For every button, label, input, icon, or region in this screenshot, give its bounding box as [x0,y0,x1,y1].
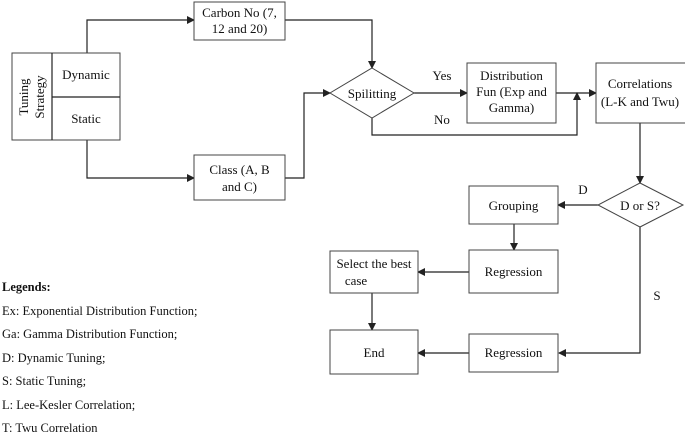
class-line2: and C) [222,179,257,194]
flowchart-canvas: Tuning Strategy Dynamic Static Carbon No… [11,1,685,375]
legend: Legends: Ex: Exponential Distribution Fu… [2,279,262,444]
legend-item-t: T: Twu Correlation [2,421,98,435]
tuning-label-line2: Strategy [32,75,47,119]
select-best-node: Select the best case [329,250,419,294]
legend-item-l: L: Lee-Kesler Correlation; [2,397,136,412]
regression-bottom-node: Regression [468,333,559,373]
grouping-label: Grouping [489,198,539,213]
class-line1: Class (A, B [209,162,270,177]
end-node: End [329,329,419,375]
carbon-no-node: Carbon No (7, 12 and 20) [193,1,286,41]
dynamic-label: Dynamic [62,67,110,82]
d-or-s-label: D or S? [620,198,660,213]
correlations-line1: Correlations [608,76,672,91]
correlations-node: Correlations (L-K and Twu) [595,62,685,124]
splitting-decision: Spilitting [329,67,415,119]
distribution-node: Distribution Fun (Exp and Gamma) [466,62,557,124]
edge-class-to-splitting [285,89,331,179]
edge-label-yes: Yes [433,68,452,83]
distribution-line3: Gamma) [489,100,534,115]
legend-title: Legends: [2,280,51,294]
legend-item-ex: Ex: Exponential Distribution Function; [2,303,198,318]
regression-top-label: Regression [485,264,543,279]
carbon-no-line2: 12 and 20) [212,21,268,36]
edge-static-to-class [86,140,195,182]
regression-bottom-label: Regression [485,345,543,360]
static-label: Static [71,111,101,126]
edge-label-d: D [578,182,587,197]
regression-top-node: Regression [468,249,559,294]
legend-item-ga: Ga: Gamma Distribution Function; [2,327,178,341]
edge-label-s: S [653,288,660,303]
tuning-strategy-block: Tuning Strategy Dynamic Static [11,52,121,141]
edge-dors-s-to-regression [558,227,641,357]
tuning-label-line1: Tuning [16,78,31,116]
edge-dynamic-to-carbon [86,16,195,53]
legend-item-d: D: Dynamic Tuning; [2,350,106,365]
legend-item-s: S: Static Tuning; [2,374,87,388]
edge-label-no: No [434,112,450,127]
edge-carbon-to-splitting [285,19,376,69]
class-node: Class (A, B and C) [193,154,286,201]
carbon-no-line1: Carbon No (7, [202,5,277,20]
select-best-line1: Select the best [336,256,411,271]
select-best-line2: case [345,273,368,288]
distribution-line2: Fun (Exp and [476,84,547,99]
connectors [86,16,644,357]
end-label: End [364,345,385,360]
correlations-line2: (L-K and Twu) [601,94,679,109]
grouping-node: Grouping [468,185,559,225]
splitting-label: Spilitting [348,86,397,101]
distribution-line1: Distribution [480,68,543,83]
d-or-s-decision: D or S? [596,182,685,228]
edge-splitting-no [371,92,581,136]
